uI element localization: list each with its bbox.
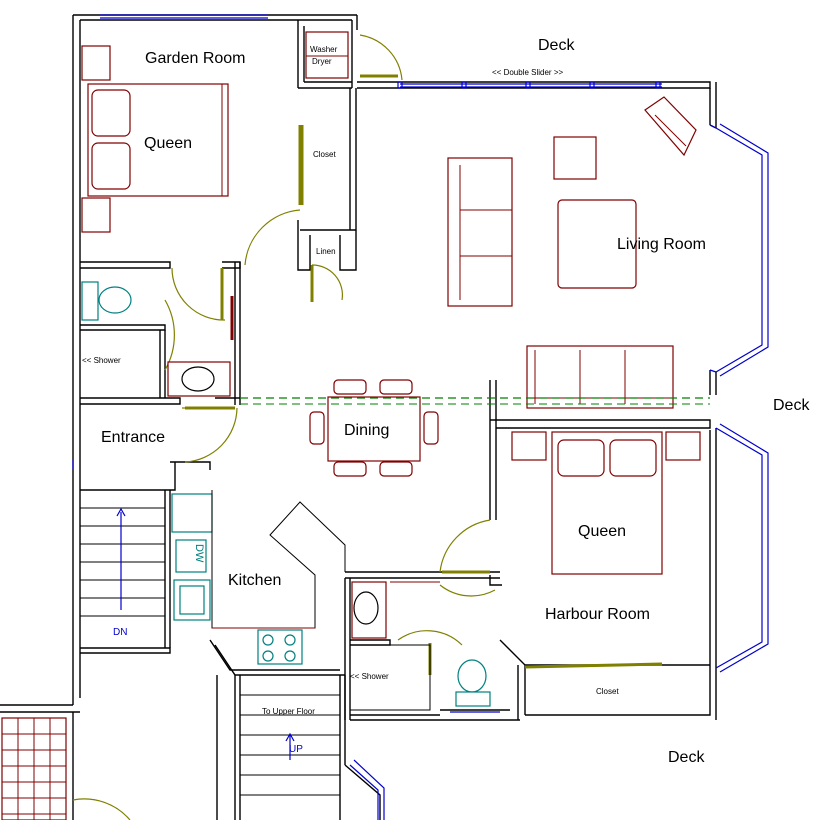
pillow [609, 439, 657, 477]
harbour-room-furniture [230, 296, 701, 583]
pillow [91, 89, 131, 137]
toilet [455, 691, 491, 707]
chair [379, 461, 413, 477]
walls [0, 14, 717, 820]
dining-furniture [309, 379, 439, 477]
nightstand [511, 431, 547, 461]
chair [333, 461, 367, 477]
garden-room-label: Garden Room [145, 50, 246, 67]
sink [353, 591, 379, 625]
couch [526, 345, 674, 409]
pillow [91, 142, 131, 190]
dishwasher [175, 539, 207, 573]
garden-room-furniture [81, 31, 349, 233]
harbour-room-label: Harbour Room [545, 606, 650, 623]
closet-upper-label: Closet [313, 150, 336, 159]
dryer-label: Dryer [312, 57, 332, 66]
dw-label: DW [193, 544, 205, 563]
chair [379, 379, 413, 395]
sink [181, 366, 215, 392]
shower-left-label: << Shower [82, 356, 121, 365]
stairs-down [80, 489, 165, 617]
tv [644, 96, 697, 157]
windows [72, 14, 769, 820]
chair [309, 411, 325, 445]
entrance-label: Entrance [101, 429, 165, 446]
chair [423, 411, 439, 445]
dining-table [327, 396, 421, 462]
dining-label: Dining [344, 422, 389, 439]
toilet [81, 281, 99, 321]
nightstand [81, 45, 111, 81]
deck-top-label: Deck [538, 37, 575, 54]
armchair [557, 199, 637, 289]
sofa [447, 157, 513, 307]
washer-label: Washer [310, 45, 338, 54]
harbour-queen-label: Queen [578, 523, 626, 540]
stair-up-label: UP [289, 744, 303, 755]
chair [333, 379, 367, 395]
toilet-bowl [98, 286, 132, 314]
living-room-furniture [447, 96, 697, 409]
toilet-bowl [457, 659, 487, 693]
patio-grid [1, 717, 67, 820]
end-table [553, 136, 597, 180]
shower-right-label: << Shower [350, 672, 389, 681]
linen-label: Linen [316, 247, 336, 256]
kitchen-label: Kitchen [228, 572, 281, 589]
deck-right-label: Deck [773, 397, 810, 414]
stair-dn-label: DN [113, 627, 127, 638]
nightstand [81, 197, 111, 233]
washer-dryer [305, 31, 349, 79]
nightstand [665, 431, 701, 461]
fridge [171, 493, 213, 533]
living-room-label: Living Room [617, 236, 706, 253]
deck-bottom-label: Deck [668, 749, 705, 766]
fixtures [79, 281, 491, 711]
to-upper-floor-label: To Upper Floor [262, 707, 315, 716]
pillow [557, 439, 605, 477]
closet-lower-label: Closet [596, 687, 619, 696]
stairs-up [240, 694, 340, 796]
garden-queen-label: Queen [144, 135, 192, 152]
double-slider-label: << Double Slider >> [492, 68, 563, 77]
